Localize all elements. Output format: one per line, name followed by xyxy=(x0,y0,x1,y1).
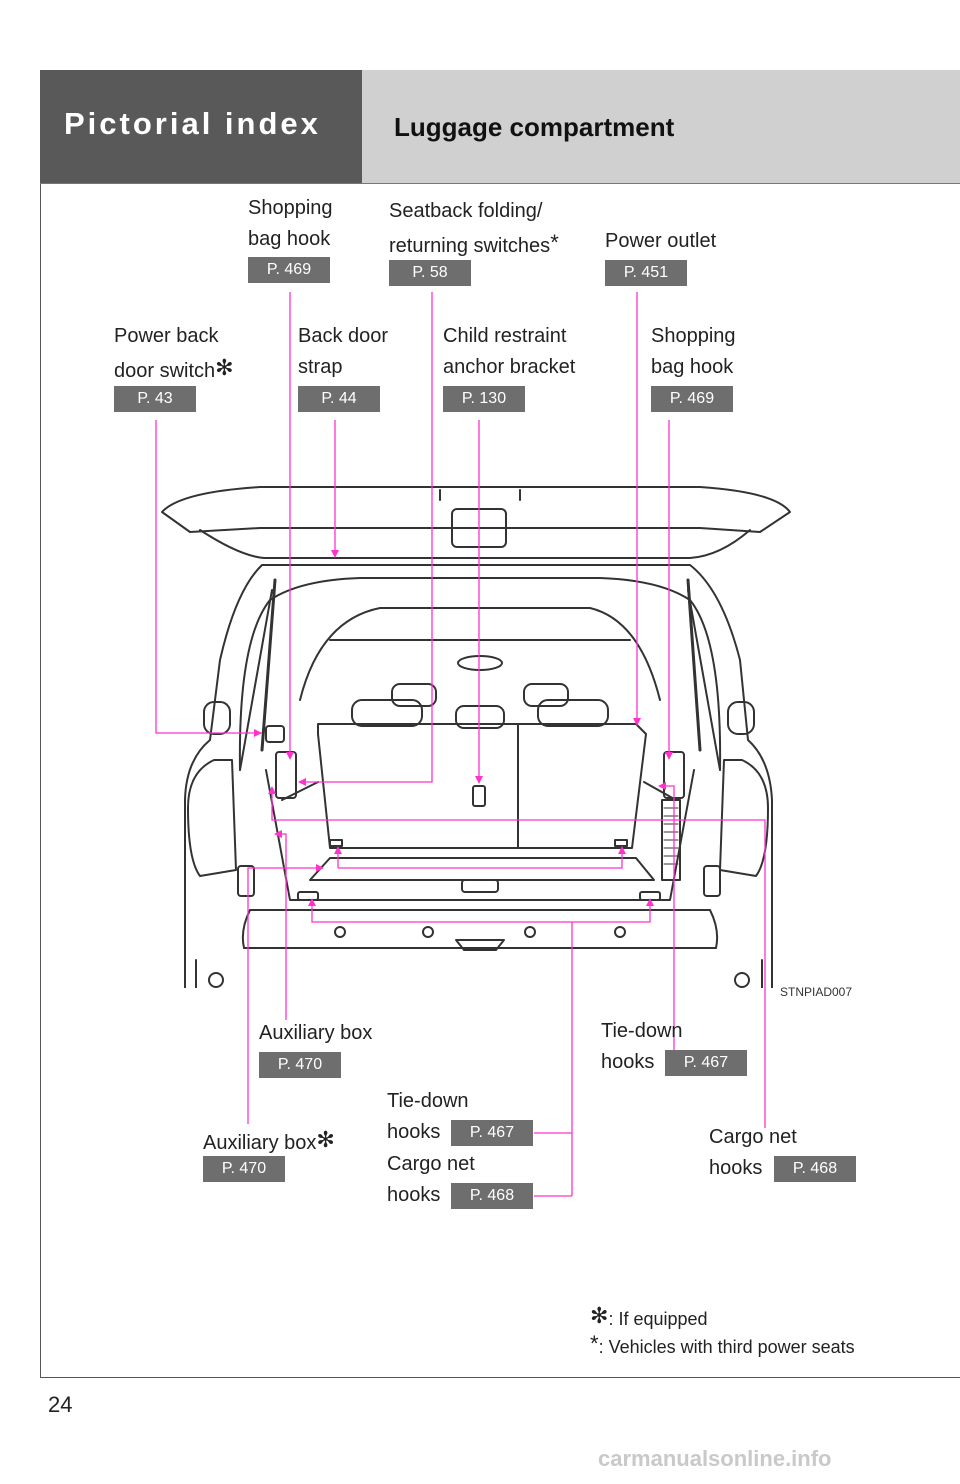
left-mirror xyxy=(203,701,231,735)
page-ref-badge: P. 44 xyxy=(298,386,380,412)
auxiliary-box-opt-label: Auxiliary box✻ xyxy=(203,1124,335,1159)
if-equipped-mark: ✻ xyxy=(590,1303,609,1328)
shopping-hook-right-label: Shopping bag hook xyxy=(651,321,736,383)
label-line: Child restraint xyxy=(443,325,567,347)
asterisk-mark: * xyxy=(550,230,559,255)
label-line: Auxiliary box xyxy=(259,1022,373,1044)
rear-bumper xyxy=(241,909,719,949)
label-line: Shopping xyxy=(248,197,333,219)
vehicle-drawing xyxy=(161,486,791,992)
hatch-opening xyxy=(238,577,722,771)
leader-power-back-door xyxy=(155,420,262,734)
right-seatback xyxy=(517,723,647,849)
asterisk-mark: * xyxy=(590,1331,599,1356)
page-ref-badge: P. 469 xyxy=(248,257,330,283)
headrest xyxy=(351,699,423,727)
label-line: Cargo net xyxy=(709,1126,797,1148)
page-ref-badge: P. 470 xyxy=(259,1052,341,1078)
page-ref-badge: P. 467 xyxy=(451,1120,533,1146)
label-line: Back door xyxy=(298,325,389,347)
label-line: Power back xyxy=(114,325,219,347)
footnote-text: : Vehicles with third power seats xyxy=(598,1337,855,1357)
page-ref-badge: P. 451 xyxy=(605,260,687,286)
leader-auxiliary-box-opt xyxy=(247,867,322,1124)
label-line: Tie-down xyxy=(387,1090,469,1112)
label-line: Seatback folding/ xyxy=(389,200,543,222)
tie-down-center-label: Tie-down hooks xyxy=(387,1086,469,1148)
right-mirror xyxy=(727,701,755,735)
tie-down-right-label: Tie-down hooks xyxy=(601,1016,683,1078)
cargo-net-right-label: Cargo net hooks xyxy=(709,1122,797,1184)
page-ref-badge: P. 470 xyxy=(203,1156,285,1182)
leader-arrowheads xyxy=(254,550,673,906)
watermark: carmanualsonline.info xyxy=(598,1446,832,1471)
child-anchor-label: Child restraint anchor bracket xyxy=(443,321,575,383)
page-ref-badge: P. 58 xyxy=(389,260,471,286)
body-outline xyxy=(184,564,773,991)
left-seatback xyxy=(317,723,519,849)
label-line: hooks xyxy=(601,1051,655,1073)
interior-roof xyxy=(299,607,661,701)
tailgate-inner xyxy=(199,529,751,559)
label-line: bag hook xyxy=(248,228,331,250)
label-text: door switch xyxy=(114,360,216,382)
page-ref-badge: P. 469 xyxy=(651,386,733,412)
auxiliary-box-label: Auxiliary box xyxy=(259,1018,372,1049)
section-tab: Pictorial index xyxy=(40,70,362,183)
footnote-third-seats: *: Vehicles with third power seats xyxy=(590,1331,855,1358)
footnote-text: : If equipped xyxy=(608,1309,708,1329)
left-auxiliary-box xyxy=(275,751,297,799)
label-text: Auxiliary box xyxy=(203,1132,317,1154)
power-back-door-label: Power back door switch✻ xyxy=(114,321,234,387)
label-line: door switch✻ xyxy=(114,352,234,387)
page-header: Luggage compartment xyxy=(362,70,960,183)
label-line: bag hook xyxy=(651,356,734,378)
label-line: hooks xyxy=(709,1157,763,1179)
power-outlet-label: Power outlet xyxy=(605,226,716,257)
label-line: anchor bracket xyxy=(443,356,576,378)
left-tail-light xyxy=(187,759,237,877)
label-line: Auxiliary box✻ xyxy=(203,1124,335,1159)
leader-cargo-net-right xyxy=(271,788,766,1128)
anchor-bracket xyxy=(472,785,486,807)
label-line: Tie-down xyxy=(601,1020,683,1042)
leader-seatback-switch xyxy=(300,292,433,783)
label-line: Cargo net xyxy=(387,1153,475,1175)
if-equipped-mark: ✻ xyxy=(215,355,234,380)
label-line: Shopping xyxy=(651,325,736,347)
tailgate-outer xyxy=(161,486,791,533)
back-door-strap-label: Back door strap xyxy=(298,321,388,383)
leader-tie-down-center xyxy=(311,900,651,1196)
cargo-net-center-label: Cargo net hooks xyxy=(387,1149,475,1211)
page-ref-badge: P. 43 xyxy=(114,386,196,412)
illustration-code: STNPIAD007 xyxy=(780,985,853,999)
if-equipped-mark: ✻ xyxy=(316,1127,335,1152)
label-text: returning switches xyxy=(389,235,551,257)
page-number: 24 xyxy=(48,1392,73,1417)
page-title: Luggage compartment xyxy=(394,112,675,142)
page-ref-badge: P. 468 xyxy=(451,1183,533,1209)
header-divider xyxy=(40,183,960,184)
label-line: strap xyxy=(298,356,343,378)
page-ref-badge: P. 130 xyxy=(443,386,525,412)
page-ref-badge: P. 467 xyxy=(665,1050,747,1076)
label-line: returning switches* xyxy=(389,227,559,262)
label-line: hooks xyxy=(387,1184,441,1206)
section-title: Pictorial index xyxy=(64,106,321,141)
label-line: Power outlet xyxy=(605,230,717,252)
seatback-switch-label: Seatback folding/ returning switches* xyxy=(389,196,559,262)
footnote-if-equipped: ✻: If equipped xyxy=(590,1303,708,1330)
leader-lines xyxy=(155,292,766,1197)
page-ref-badge: P. 468 xyxy=(774,1156,856,1182)
shopping-hook-top-label: Shopping bag hook xyxy=(248,193,333,255)
leader-auxiliary-box xyxy=(276,833,287,1020)
label-line: hooks xyxy=(387,1121,441,1143)
right-tail-light xyxy=(719,759,769,877)
